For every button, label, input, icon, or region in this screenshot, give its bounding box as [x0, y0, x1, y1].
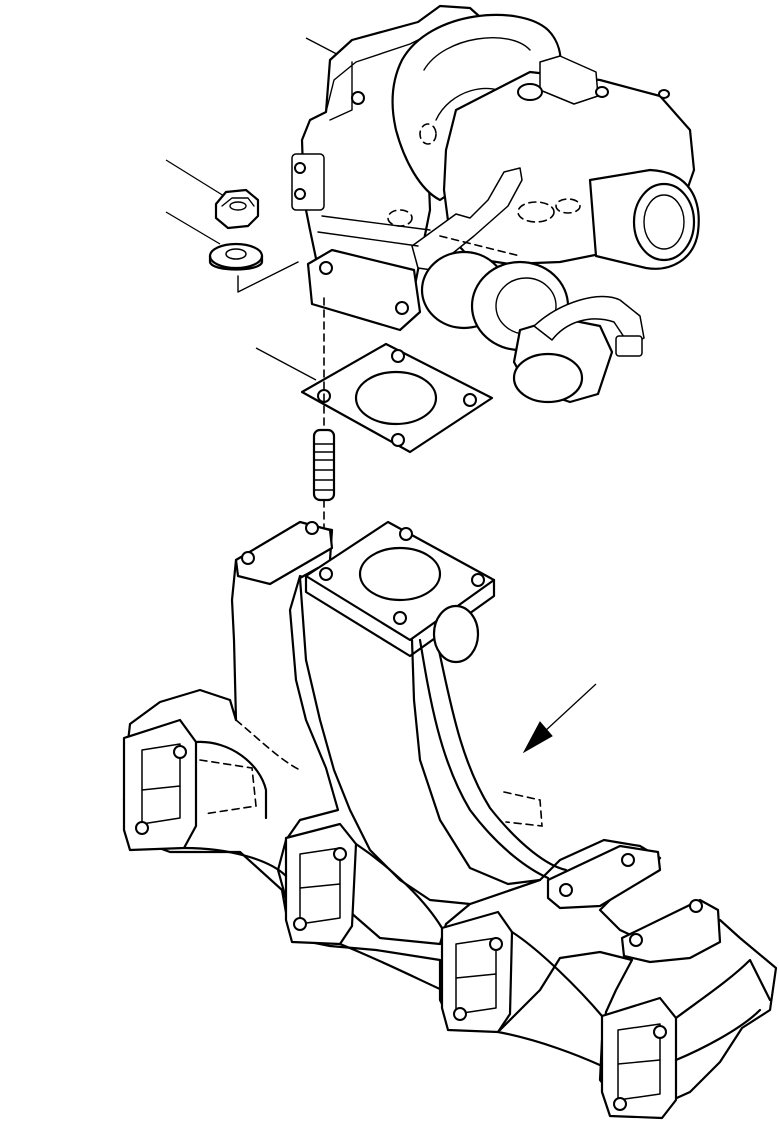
- clamp-bolt-right: [595, 86, 609, 98]
- port-bolt-hole: [173, 745, 187, 759]
- arrowhead-manifold: [522, 721, 553, 754]
- leader-lines: [165, 37, 597, 754]
- mount-tab-hole: [305, 521, 319, 535]
- mount-tab-hole: [241, 551, 255, 565]
- port-bolt-hole: [453, 1007, 467, 1021]
- port-bolt-hole: [135, 821, 149, 835]
- mid-tab-hole: [559, 883, 573, 897]
- exhaust-manifold: [122, 520, 778, 1120]
- washer: [208, 242, 299, 293]
- manifold-mount-tab: [234, 520, 334, 586]
- manifold-riser-rib: [418, 638, 550, 880]
- port-runner-line: [141, 785, 181, 791]
- washer-hole: [225, 248, 247, 260]
- port-bolt-hole: [489, 937, 503, 951]
- manifold-mid-tab: [546, 844, 662, 910]
- washer-bracket: [237, 261, 299, 293]
- manifold-riser: [298, 566, 542, 906]
- turbine-mount-flange: [306, 248, 422, 332]
- gasket-bolt-hole: [463, 393, 477, 407]
- oil-pipe-fitting: [615, 335, 643, 357]
- port-runner-line: [299, 883, 341, 889]
- mid-tab-hole: [621, 853, 635, 867]
- clamp-bolt: [517, 83, 543, 101]
- washer-edge: [208, 254, 264, 271]
- manifold-boss: [432, 604, 480, 664]
- leader-line-gasket: [255, 347, 317, 381]
- hex-nut-bore: [229, 201, 247, 211]
- housing-bolt-hole: [351, 91, 365, 105]
- gasket-center-opening: [354, 370, 438, 426]
- manifold-turbo-flange-port: [358, 546, 442, 602]
- manifold-flange-hole: [399, 527, 413, 541]
- compressor-inlet-opening: [512, 352, 584, 404]
- turbocharger: [291, 4, 700, 404]
- leader-line-nut: [165, 159, 225, 197]
- hidden-passage-dash: [503, 791, 543, 827]
- exhaust-manifold-icon: [122, 522, 778, 1112]
- port-bolt-hole: [293, 917, 307, 931]
- manifold-turbo-flange-side: [304, 574, 496, 658]
- manifold-flange-hole: [393, 611, 407, 625]
- hidden-passage-dash: [199, 759, 257, 815]
- wastegate-link: [317, 215, 431, 247]
- port-opening-1: [141, 743, 181, 825]
- flange-hole: [319, 261, 333, 275]
- manifold-contour-lower: [182, 846, 604, 1068]
- gasket-bolt-hole: [391, 349, 405, 363]
- port-bolt-hole: [653, 1025, 667, 1039]
- end-block-hole: [629, 933, 643, 947]
- gasket-bolt-hole: [391, 433, 405, 447]
- manifold-contour-right: [674, 958, 772, 1062]
- port-bolt-hole: [333, 847, 347, 861]
- link-bolt: [294, 162, 306, 174]
- manifold-contour: [194, 740, 604, 1018]
- stud-bolt-icon: [312, 428, 336, 502]
- hex-nut: [214, 188, 260, 230]
- port-bolt-hole: [613, 1097, 627, 1111]
- stud-bolt: [312, 297, 336, 569]
- hidden-bore-dash: [387, 209, 413, 227]
- manifold-riser-rib2: [436, 644, 568, 872]
- port-runner-line: [617, 1059, 661, 1065]
- manifold-flange-hole: [319, 567, 333, 581]
- hidden-edge-dash: [439, 235, 521, 257]
- leader-line-washer: [165, 211, 221, 245]
- clamp-bolt-right2: [658, 89, 670, 99]
- flange-hole: [395, 301, 409, 315]
- compressor-outlet-bore: [643, 194, 685, 250]
- hidden-bore-dash: [517, 201, 555, 223]
- end-block-hole: [689, 899, 703, 913]
- port-runner-line: [455, 973, 497, 979]
- hidden-bore-dash: [555, 198, 581, 214]
- gasket: [300, 342, 494, 454]
- oil-return-pipe: [533, 295, 645, 347]
- hex-nut-top: [221, 197, 255, 207]
- manifold-end-block: [620, 898, 722, 964]
- hidden-passage-dash: [235, 719, 301, 771]
- link-bracket: [291, 153, 325, 211]
- leader-line-manifold: [543, 683, 597, 733]
- turbine-center-dash: [419, 123, 437, 145]
- manifold-flange-hole: [471, 573, 485, 587]
- hex-nut-icon: [214, 188, 260, 230]
- link-bolt: [294, 188, 306, 200]
